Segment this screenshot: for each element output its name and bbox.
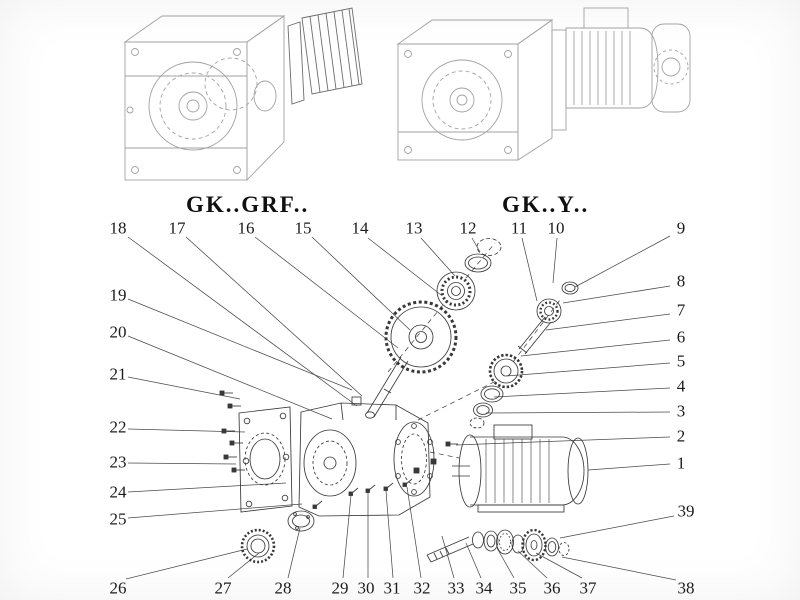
gearbox-grf-illustration <box>123 7 363 182</box>
leader-line-8 <box>562 285 671 304</box>
leader-line-9 <box>574 235 671 288</box>
leader-line-6 <box>520 339 671 357</box>
mounting-flange-plate-drawing <box>238 406 293 513</box>
callout-14: 14 <box>351 218 369 238</box>
leader-line-38 <box>561 556 677 581</box>
callout-6: 6 <box>676 327 686 347</box>
model-label-gk-grf: GK..GRF.. <box>186 192 310 217</box>
output-shaft-assembly-drawing <box>426 528 570 563</box>
gearbox-y-illustration <box>396 7 691 161</box>
shim-and-cover-ring-drawing <box>240 500 323 564</box>
leader-line-12 <box>471 237 481 253</box>
leader-line-32 <box>406 486 422 579</box>
input-gear-drawing <box>384 300 458 374</box>
input-fin-cover-icon <box>287 7 363 105</box>
callout-9: 9 <box>676 218 686 238</box>
callout-35: 35 <box>509 578 527 598</box>
leader-line-5 <box>506 362 671 377</box>
motor-drawing <box>445 424 589 513</box>
leader-line-1 <box>587 463 671 471</box>
callout-2: 2 <box>676 426 686 446</box>
leader-line-16 <box>254 236 399 349</box>
motor-icon <box>551 7 691 131</box>
input-shaft-drawing <box>365 356 409 419</box>
leader-line-26 <box>125 548 248 580</box>
leader-line-27 <box>227 552 260 579</box>
motor-mount-bolts-drawing <box>348 458 437 496</box>
callout-27: 27 <box>214 578 232 598</box>
callout-38: 38 <box>677 578 695 598</box>
leader-line-25 <box>127 503 303 519</box>
callout-20: 20 <box>109 322 127 342</box>
callout-19: 19 <box>109 285 127 305</box>
leader-line-14 <box>367 237 442 296</box>
callout-8: 8 <box>676 271 686 291</box>
callout-12: 12 <box>459 218 477 238</box>
retaining-rings-drawing <box>464 238 502 273</box>
leader-line-18 <box>127 236 358 407</box>
leader-line-2 <box>455 436 671 446</box>
leader-line-28 <box>287 527 301 579</box>
leader-line-19 <box>127 298 353 391</box>
callout-21: 21 <box>109 364 127 384</box>
model-label-gk-y: GK..Y.. <box>502 192 590 217</box>
leader-line-23 <box>127 462 237 465</box>
assembly-axis-lines <box>387 242 561 459</box>
leader-line-3 <box>485 411 671 414</box>
leader-line-33 <box>441 535 455 579</box>
pinion-shaft-assembly-drawing <box>469 281 579 429</box>
leader-line-layer <box>125 235 677 581</box>
flange-bolts-drawing <box>219 390 245 473</box>
leader-line-20 <box>127 335 333 420</box>
leader-line-35 <box>496 547 515 579</box>
callout-5: 5 <box>676 351 686 371</box>
leader-line-31 <box>385 490 394 579</box>
leader-line-36 <box>517 550 548 579</box>
leader-line-15 <box>311 236 411 331</box>
leader-line-39 <box>559 515 675 539</box>
callout-26: 26 <box>109 578 127 598</box>
input-bearing-drawing <box>436 271 476 311</box>
leader-line-10 <box>552 237 558 284</box>
leader-line-37 <box>535 552 583 579</box>
leader-line-22 <box>127 428 246 433</box>
callout-37: 37 <box>579 578 597 598</box>
callout-1: 1 <box>676 453 686 473</box>
housing-drawing <box>298 396 435 517</box>
leader-line-13 <box>420 237 456 277</box>
callout-13: 13 <box>405 218 423 238</box>
callout-39: 39 <box>677 501 695 521</box>
callout-24: 24 <box>109 482 127 502</box>
callout-10: 10 <box>547 218 565 238</box>
leader-line-7 <box>545 313 671 331</box>
callout-22: 22 <box>109 417 127 437</box>
callout-18: 18 <box>109 218 127 238</box>
leader-line-34 <box>465 542 482 579</box>
callout-32: 32 <box>413 578 431 598</box>
callout-34: 34 <box>475 578 493 598</box>
callout-11: 11 <box>510 218 528 238</box>
leader-line-11 <box>521 237 538 302</box>
callout-25: 25 <box>109 509 127 529</box>
leader-line-21 <box>127 376 241 400</box>
callout-16: 16 <box>237 218 255 238</box>
callout-4: 4 <box>676 376 686 396</box>
callout-3: 3 <box>676 401 686 421</box>
leader-line-4 <box>493 387 671 398</box>
callout-28: 28 <box>274 578 292 598</box>
callout-33: 33 <box>447 578 465 598</box>
callout-31: 31 <box>383 578 401 598</box>
leader-line-29 <box>342 494 352 579</box>
callout-7: 7 <box>676 300 686 320</box>
callout-29: 29 <box>331 578 349 598</box>
callout-15: 15 <box>294 218 312 238</box>
callout-17: 17 <box>168 218 186 238</box>
leader-line-17 <box>185 236 363 397</box>
callout-30: 30 <box>357 578 375 598</box>
callout-23: 23 <box>109 452 127 472</box>
callout-36: 36 <box>543 578 561 598</box>
